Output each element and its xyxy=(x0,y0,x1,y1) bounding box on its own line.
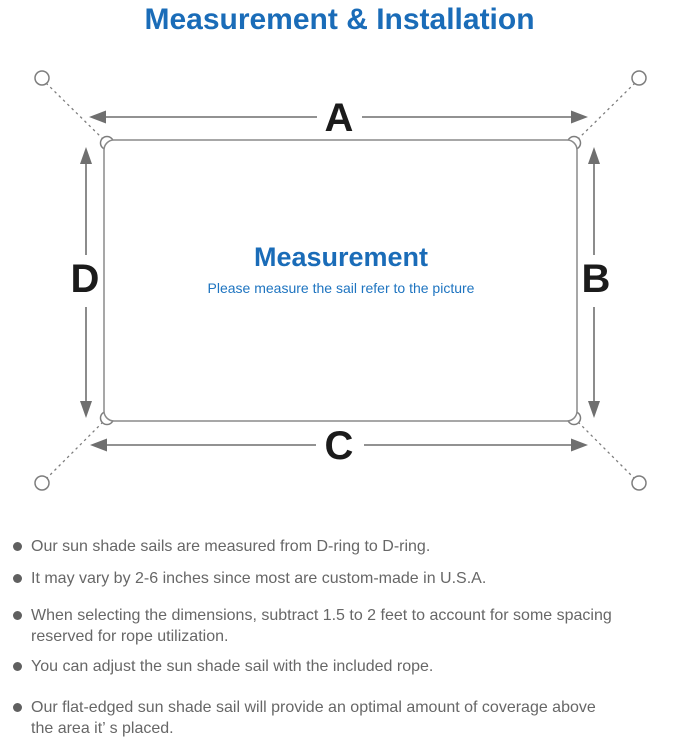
arrow-d-down-head xyxy=(80,401,92,418)
note-line: Our sun shade sails are measured from D-… xyxy=(31,538,431,555)
page-title: Measurement & Installation xyxy=(144,3,535,36)
bullet-dot-icon xyxy=(13,703,22,712)
bullet-dot-icon xyxy=(13,611,22,620)
note-line: Our flat-edged sun shade sail will provi… xyxy=(31,699,596,716)
anchor-ring-icon xyxy=(631,70,647,86)
arrow-a-left-head xyxy=(89,110,106,124)
anchor-ring-icon xyxy=(34,475,50,491)
side-label-d: D xyxy=(71,257,100,301)
rope-line-bottom-right xyxy=(576,420,636,480)
arrow-d-up-head xyxy=(80,147,92,164)
note-item: It may vary by 2-6 inches since most are… xyxy=(13,568,679,589)
side-label-c: C xyxy=(325,424,354,468)
arrow-b-up-head xyxy=(588,147,600,164)
rope-line-top-right xyxy=(576,82,636,141)
anchor-ring-icon xyxy=(631,475,647,491)
side-label-b: B xyxy=(582,257,611,301)
note-text: Our flat-edged sun shade sail will provi… xyxy=(31,697,596,739)
anchor-ring-icon xyxy=(34,70,50,86)
note-line: When selecting the dimensions, subtract … xyxy=(31,607,612,624)
arrow-a-right-head xyxy=(571,110,588,124)
bullet-dot-icon xyxy=(13,574,22,583)
rope-line-bottom-left xyxy=(45,420,105,480)
sail-outline xyxy=(103,139,578,422)
bullet-dot-icon xyxy=(13,662,22,671)
note-line: It may vary by 2-6 inches since most are… xyxy=(31,570,487,587)
note-line: reserved for rope utilization. xyxy=(31,628,229,645)
note-line: the area it’ s placed. xyxy=(31,720,174,737)
note-text: You can adjust the sun shade sail with t… xyxy=(31,656,433,677)
note-text: When selecting the dimensions, subtract … xyxy=(31,605,612,647)
arrow-c-right-head xyxy=(571,438,588,452)
note-line: You can adjust the sun shade sail with t… xyxy=(31,658,434,675)
note-item: You can adjust the sun shade sail with t… xyxy=(13,656,679,677)
note-text: Our sun shade sails are measured from D-… xyxy=(31,536,430,557)
rope-line-top-left xyxy=(45,82,105,141)
note-item: Our flat-edged sun shade sail will provi… xyxy=(13,697,679,739)
bullet-dot-icon xyxy=(13,542,22,551)
measurement-diagram: A B C D Measurement Please measure the s… xyxy=(34,70,647,491)
center-heading: Measurement xyxy=(254,242,428,272)
notes-list: Our sun shade sails are measured from D-… xyxy=(13,536,679,739)
note-text: It may vary by 2-6 inches since most are… xyxy=(31,568,486,589)
arrow-c-left-head xyxy=(90,438,107,452)
arrow-b-down-head xyxy=(588,401,600,418)
side-label-a: A xyxy=(325,96,354,140)
center-subheading: Please measure the sail refer to the pic… xyxy=(208,280,475,296)
note-item: Our sun shade sails are measured from D-… xyxy=(13,536,679,557)
note-item: When selecting the dimensions, subtract … xyxy=(13,605,679,647)
